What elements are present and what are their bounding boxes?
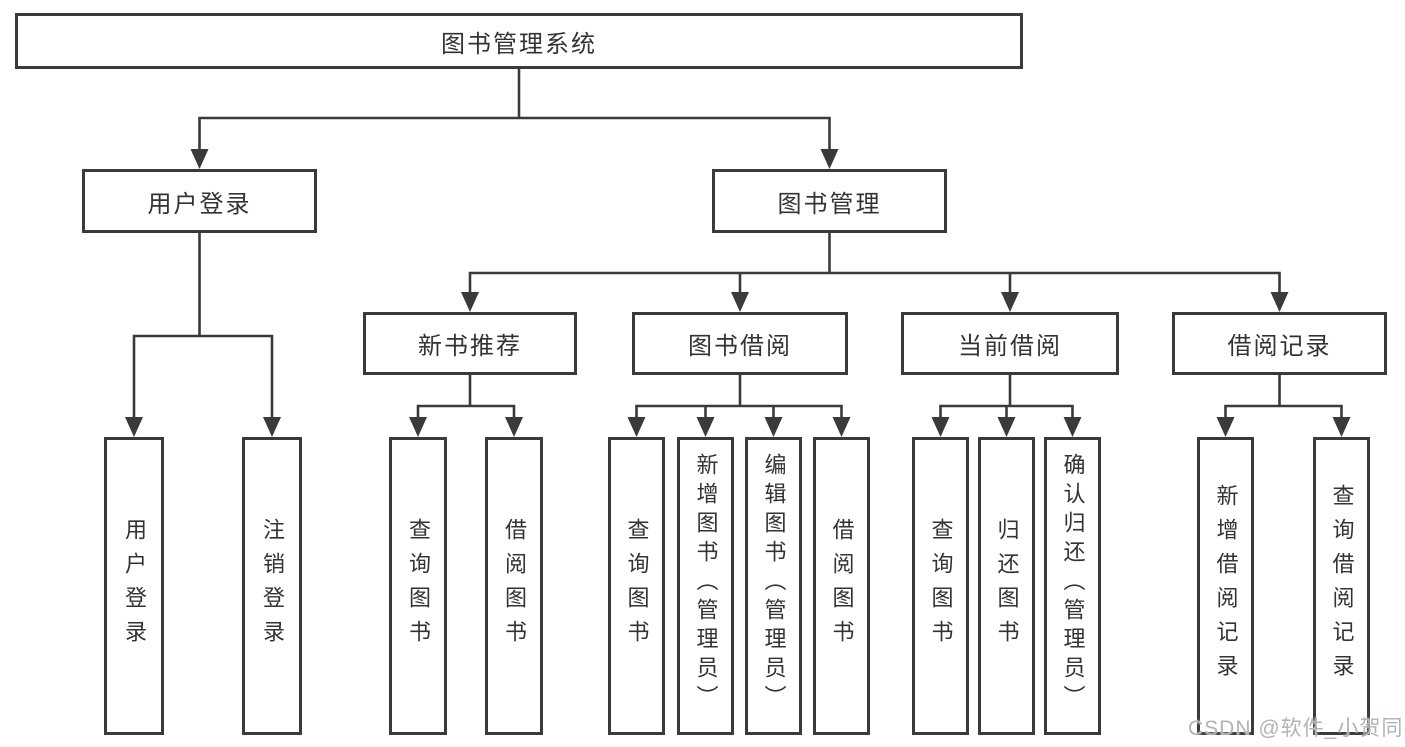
arrow-down-icon <box>263 417 281 437</box>
connector-book-borrow-split <box>635 373 843 423</box>
leaf-query-borrow-record: 查询借阅记录 <box>1313 437 1370 735</box>
leaf-label: 新增图书（管理员） <box>693 453 719 714</box>
connector-root-split <box>198 67 831 155</box>
leaf-label: 查询借阅记录 <box>1329 484 1355 688</box>
leaf-query-books-3: 查询图书 <box>912 437 969 735</box>
leaf-user-login: 用户登录 <box>104 437 164 735</box>
leaf-query-books-2: 查询图书 <box>608 437 665 735</box>
arrow-down-icon <box>820 149 839 169</box>
leaf-label: 归还图书 <box>994 518 1020 654</box>
node-user-login: 用户登录 <box>82 169 317 233</box>
csdn-watermark: CSDN @软件_小贺同学 <box>1188 717 1405 740</box>
leaf-add-book-admin: 新增图书（管理员） <box>677 437 734 735</box>
node-new-book-recommendation: 新书推荐 <box>363 312 577 375</box>
arrow-down-icon <box>1332 417 1351 437</box>
arrow-down-icon <box>1063 417 1082 437</box>
arrow-down-icon <box>832 417 851 437</box>
leaf-label: 查询图书 <box>928 518 954 654</box>
arrow-down-icon <box>1001 292 1019 312</box>
node-book-borrowing: 图书借阅 <box>632 312 848 375</box>
leaf-label: 借阅图书 <box>829 518 855 654</box>
arrow-down-icon <box>505 417 523 437</box>
node-library-system: 图书管理系统 <box>15 13 1023 69</box>
leaf-label: 查询图书 <box>624 518 650 654</box>
node-current-borrowing: 当前借阅 <box>901 312 1119 375</box>
leaf-label: 新增借阅记录 <box>1213 484 1239 688</box>
connector-book-management-split <box>468 231 1281 298</box>
leaf-label: 编辑图书（管理员） <box>761 453 787 714</box>
arrow-down-icon <box>696 417 715 437</box>
arrow-down-icon <box>1216 417 1235 437</box>
arrow-down-icon <box>461 292 479 312</box>
leaf-add-borrow-record: 新增借阅记录 <box>1197 437 1254 735</box>
arrow-down-icon <box>409 417 427 437</box>
leaf-confirm-return-admin: 确认归还（管理员） <box>1044 437 1101 735</box>
leaf-query-books-1: 查询图书 <box>389 437 447 735</box>
arrow-down-icon <box>627 417 646 437</box>
arrow-down-icon <box>931 417 950 437</box>
leaf-logout: 注销登录 <box>242 437 302 735</box>
arrow-down-icon <box>997 417 1016 437</box>
connector-lines <box>132 67 1343 423</box>
arrow-down-icon <box>125 417 143 437</box>
node-book-management: 图书管理 <box>712 169 947 233</box>
leaf-label: 用户登录 <box>122 518 147 654</box>
connector-borrow-records-split <box>1224 373 1343 423</box>
leaf-edit-book-admin: 编辑图书（管理员） <box>745 437 802 735</box>
leaf-label: 借阅图书 <box>502 518 527 654</box>
arrow-down-icon <box>190 149 209 169</box>
leaf-borrow-books-2: 借阅图书 <box>813 437 870 735</box>
leaf-label: 注销登录 <box>260 518 285 654</box>
arrow-down-icon <box>731 292 749 312</box>
connector-user-login-split <box>132 231 274 423</box>
arrow-down-icon <box>1270 292 1289 312</box>
connector-new-book-split <box>416 373 516 423</box>
arrowheads <box>125 149 1351 437</box>
leaf-borrow-books-1: 借阅图书 <box>485 437 543 735</box>
leaf-label: 确认归还（管理员） <box>1060 453 1086 714</box>
leaf-label: 查询图书 <box>406 518 431 654</box>
node-borrowing-records: 借阅记录 <box>1172 312 1387 375</box>
connector-current-borrow-split <box>939 373 1074 423</box>
arrow-down-icon <box>764 417 783 437</box>
leaf-return-book: 归还图书 <box>978 437 1035 735</box>
